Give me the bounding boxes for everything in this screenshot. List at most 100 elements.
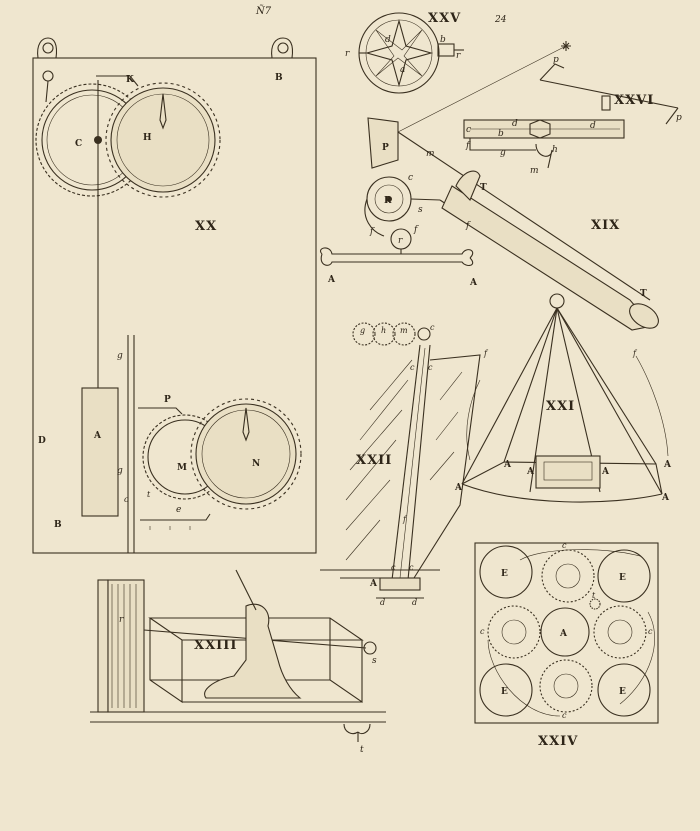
label-xxiv-c-bottom: c <box>562 711 567 720</box>
figure-xix: XIX P m T T c R s f r f f A A <box>320 41 659 331</box>
eyepiece-t <box>455 170 481 201</box>
label-xxii-c-top: c <box>430 323 435 332</box>
xxiii-post-hatching <box>111 584 137 708</box>
gear-h-hand <box>159 93 167 130</box>
xxvi-clamp <box>529 119 551 139</box>
xxiii-cage-right <box>329 618 363 704</box>
label-xix-s: s <box>418 205 423 215</box>
label-g-top: g <box>117 351 123 361</box>
fig-xxv-number: XXV <box>428 11 461 26</box>
xxiv-belts <box>487 549 655 717</box>
label-xxi-a-lmid: A <box>503 460 512 470</box>
label-xxii-h: h <box>381 326 386 335</box>
rod-right <box>407 344 431 581</box>
gear-c-right <box>593 605 647 659</box>
label-xxiv-c-top: c <box>562 541 567 550</box>
label-b-bottom: B <box>54 520 62 530</box>
label-xxv-b: b <box>440 35 446 45</box>
drum-e-bl <box>479 663 533 717</box>
label-xix-t-top: T <box>480 183 487 193</box>
gear-c-right-hub <box>607 619 633 645</box>
sight-line <box>397 45 567 133</box>
compass-inner <box>365 19 433 87</box>
figure-xxiii: XXIII r s t <box>90 569 386 755</box>
figure-xxv: XXV r b r d a <box>345 11 464 94</box>
label-c-small: c <box>124 495 129 504</box>
pulley-strap <box>45 80 49 103</box>
xxvi-right-arm <box>665 107 679 125</box>
label-xxvi-d-right: d <box>590 121 596 131</box>
gear-n-teeth <box>190 398 302 510</box>
xxvi-post <box>601 95 611 111</box>
label-xxii-g: g <box>360 326 365 335</box>
label-xxiv-e-bl: E <box>501 687 508 697</box>
label-xxii-m: m <box>400 326 408 335</box>
fig-xxiii-number: XXIII <box>194 638 237 653</box>
label-xxvi-b: b <box>498 129 504 139</box>
gear-g <box>352 322 376 346</box>
figure-xxi: XXI f A A A A A A <box>454 293 672 503</box>
label-xxi-a-ml: A <box>526 467 535 477</box>
p-arm <box>138 407 183 415</box>
gear-t-small <box>589 598 601 610</box>
label-xxi-a-ll: A <box>454 483 463 493</box>
gear-c-small <box>417 327 431 341</box>
pulley-r-inner <box>374 184 404 214</box>
xxi-box-inner <box>543 461 593 481</box>
gear-c-left-hub <box>501 619 527 645</box>
right-hanger-hook <box>271 37 294 59</box>
label-xxii-c-a: c <box>410 363 415 372</box>
xxiii-wall-left <box>97 579 109 713</box>
label-xxi-a-mr: A <box>601 467 610 477</box>
compass-side-box <box>437 43 455 57</box>
telescope-tube <box>441 185 654 331</box>
pulley-r-axle <box>386 196 392 202</box>
xxi-base-arc <box>461 483 663 503</box>
label-xxvi-f: f <box>465 141 471 151</box>
xxvi-hook <box>535 143 553 169</box>
label-p: P <box>164 395 171 405</box>
k-arm <box>96 75 139 87</box>
fig-xix-number: XIX <box>591 218 620 233</box>
label-xxiii-r: r <box>119 615 124 625</box>
drum-e-tr <box>597 549 651 603</box>
figure-xx: XX K B C H A D B P M N g g e c t <box>32 37 317 554</box>
label-xxv-a: a <box>400 65 405 75</box>
gear-c-top-hub <box>555 563 581 589</box>
label-xix-f-right: f <box>413 225 419 235</box>
e-lever <box>140 513 211 521</box>
mirror-p <box>367 117 399 169</box>
label-xix-c: c <box>408 173 413 183</box>
label-xxiv-e-tr: E <box>619 573 626 583</box>
e-lever-ticks <box>149 526 191 530</box>
xxvi-beam <box>539 79 679 109</box>
fig-xxiv-number: XXIV <box>538 734 578 749</box>
compass-outer <box>358 12 440 94</box>
xxi-strut-rr <box>556 307 663 495</box>
gear-h-rim <box>110 87 216 193</box>
compass-rose-diagonal <box>375 29 423 77</box>
label-xxii-f: f <box>402 515 408 524</box>
xxiii-axle-wheel <box>363 641 377 655</box>
gear-m <box>392 322 416 346</box>
xxiii-figure <box>204 603 302 699</box>
label-n: N <box>252 459 260 469</box>
label-xxvi-d-left: d <box>512 119 518 129</box>
compass-rose-main <box>364 18 434 88</box>
cord-right <box>410 198 441 201</box>
label-xxiv-e-br: E <box>619 687 626 697</box>
fig-xxvi-number: XXVI <box>614 93 654 108</box>
wall-hatching <box>345 359 463 561</box>
label-xxii-c-low2: c <box>409 563 414 572</box>
gear-h <box>372 322 396 346</box>
tube-line-upper <box>397 131 651 301</box>
gear-n-hand <box>242 407 250 442</box>
weight-a <box>81 387 119 517</box>
xxiii-cage-left <box>149 618 183 704</box>
label-h: H <box>143 133 152 143</box>
label-xix-r: R <box>384 196 392 206</box>
gear-c-left <box>487 605 541 659</box>
label-k: K <box>126 75 135 85</box>
top-page-mark: Ñ7 <box>255 5 272 17</box>
